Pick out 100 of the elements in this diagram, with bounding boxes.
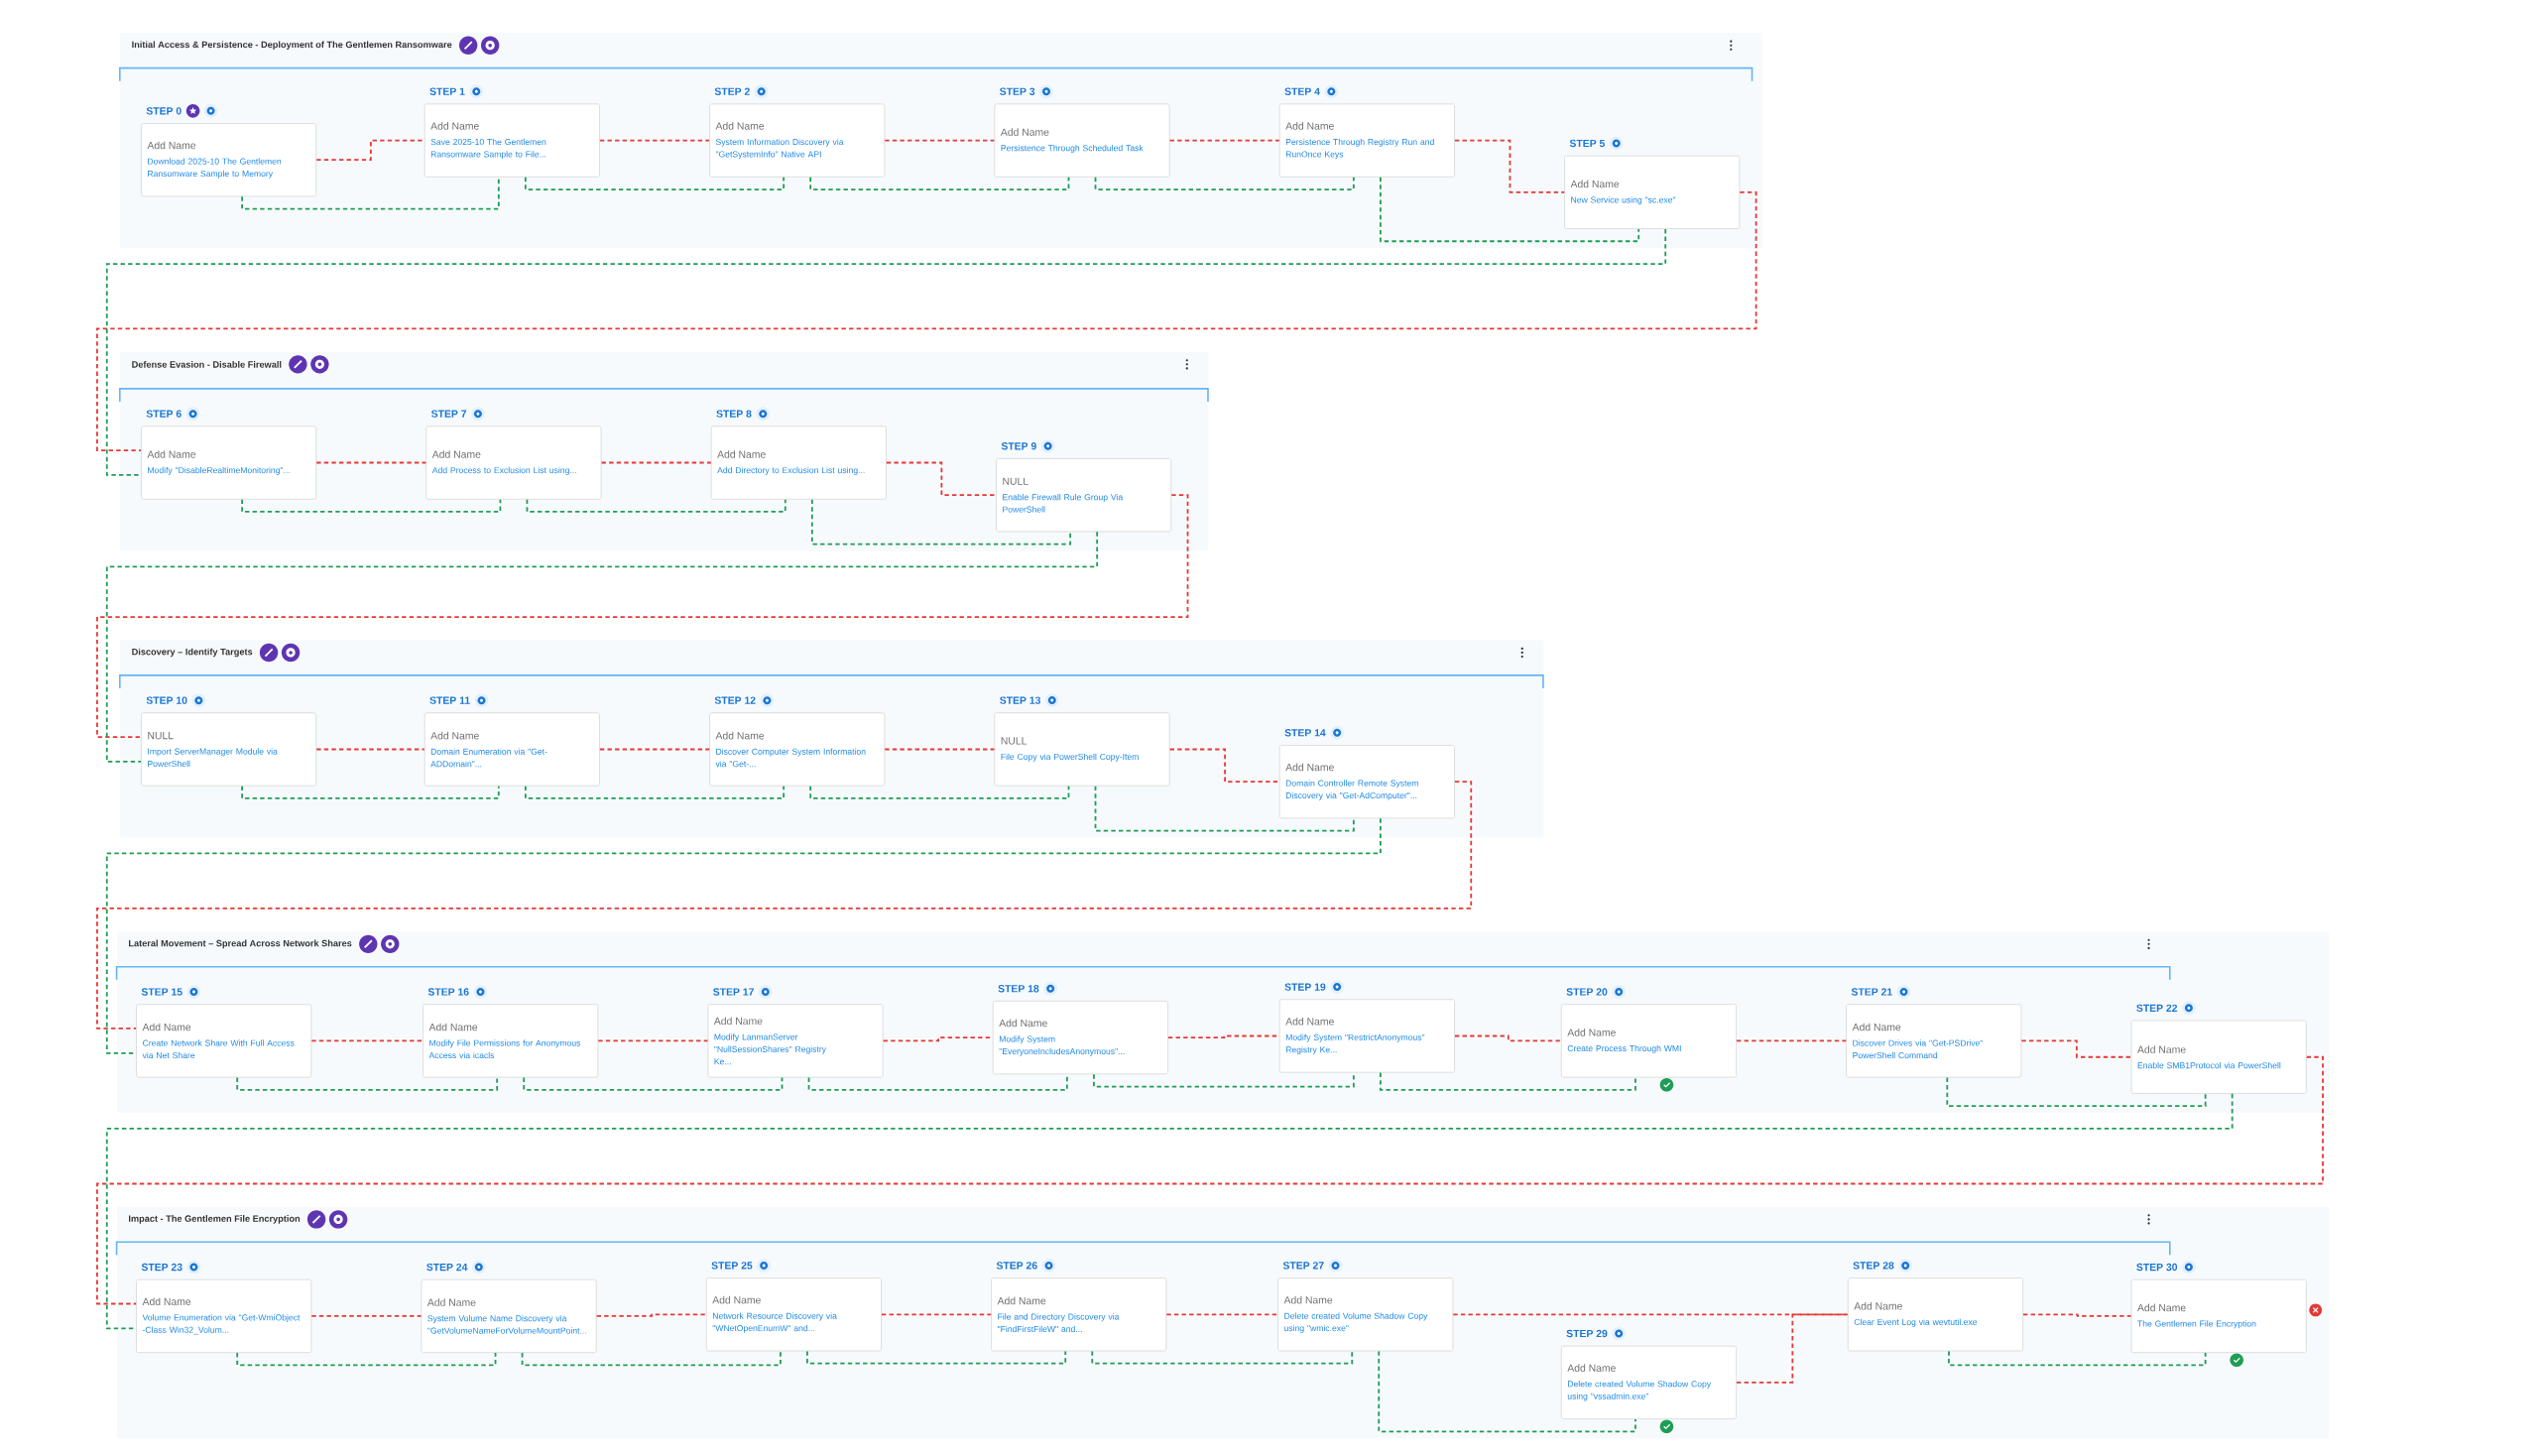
- step-label: STEP 23: [141, 1263, 182, 1272]
- step-label: STEP 8: [716, 410, 752, 418]
- connector: [1094, 176, 1355, 190]
- connector: [523, 1076, 784, 1091]
- connector: [597, 1039, 709, 1042]
- section-title: Impact - The Gentlemen File Encryption: [129, 1215, 301, 1224]
- connector: [236, 1352, 497, 1367]
- step-card: Add Name System Volume Name Discovery via "GetVolumeNameForVolumeMountPoint...: [421, 1278, 597, 1354]
- step-card: Add Name Create Network Share With Full Access via Net Share: [136, 1004, 312, 1078]
- step-label: STEP 12: [714, 696, 756, 704]
- connector: [315, 461, 427, 464]
- step-label: STEP 17: [713, 988, 754, 996]
- step-label: STEP 28: [1853, 1262, 1894, 1270]
- connector: [96, 494, 1189, 738]
- step-label: STEP 11: [429, 696, 470, 704]
- step-label: STEP 25: [711, 1262, 753, 1270]
- step-label: STEP 9: [1001, 442, 1036, 450]
- connector: [1093, 1071, 1355, 1088]
- step-label: STEP 1: [429, 87, 465, 95]
- connector: [521, 1350, 782, 1367]
- step-card: Add Name Volume Enumeration via "Get-WmiObject -Class Win32_Volum...: [136, 1278, 312, 1354]
- connector: [810, 498, 1072, 546]
- step-card: NULL Enable Firewall Rule Group Via PowerShell: [996, 458, 1172, 533]
- step-card: Add Name Persistence Through Scheduled Task: [994, 103, 1170, 178]
- section-title: Defense Evasion - Disable Firewall: [132, 361, 282, 368]
- connector: [809, 785, 1070, 799]
- step-label: STEP 5: [1569, 139, 1605, 148]
- step-label: STEP 6: [146, 410, 181, 418]
- connector: [1094, 785, 1355, 832]
- connector: [1165, 1313, 1279, 1316]
- connector: [1454, 1034, 1562, 1042]
- step-card: Add Name Modify System "EveryoneIncludesAnonymous"...: [992, 1001, 1168, 1075]
- section-title: Lateral Movement – Spread Across Network Shares: [129, 939, 352, 949]
- step-label: STEP 24: [426, 1263, 468, 1272]
- step-card: Add Name Delete created Volume Shadow Copy using "wmic.exe": [1277, 1277, 1454, 1352]
- step-card: Add Name Domain Enumeration via "Get-ADDomain"...: [423, 712, 600, 787]
- connector: [105, 1092, 2234, 1330]
- connector: [1091, 1350, 1354, 1365]
- step-card: Add Name Clear Event Log via wevtutil.exe: [1847, 1277, 2023, 1352]
- connector: [1946, 1076, 2207, 1107]
- connector: [1168, 748, 1280, 784]
- step-card: Add Name Persistence Through Registry Run and RunOnce Keys: [1278, 103, 1455, 178]
- connector: [96, 1055, 2324, 1305]
- step-label: STEP 20: [1566, 988, 1608, 996]
- connector: [1736, 1039, 1848, 1042]
- step-card: NULL Import ServerManager Module via PowerShell: [141, 712, 317, 787]
- step-label: STEP 10: [146, 696, 187, 704]
- connector: [310, 1315, 423, 1317]
- connector: [885, 461, 997, 497]
- step-label: STEP 15: [141, 988, 182, 996]
- step-card: Add Name Download 2025-10 The Gentlemen Ransomware Sample to Memory: [141, 123, 317, 197]
- connector: [2020, 1039, 2132, 1058]
- step-label: STEP 7: [431, 410, 467, 418]
- step-card: Add Name Discover Drives via "Get-PSDrive" PowerShell Command: [1846, 1004, 2022, 1078]
- step-label: STEP 26: [996, 1262, 1037, 1270]
- step-label: STEP 29: [1566, 1329, 1608, 1338]
- step-card: Add Name The Gentlemen File Encryption: [2130, 1278, 2307, 1354]
- connector: [1452, 1313, 1849, 1316]
- step-label: STEP 16: [427, 988, 469, 996]
- step-card: Add Name Enable SMB1Protocol via PowerShell: [2130, 1020, 2307, 1094]
- connector: [105, 531, 1099, 763]
- connector: [884, 139, 996, 142]
- step-card: Add Name Modify "DisableRealtimeMonitoring"...: [141, 425, 317, 500]
- connector: [524, 176, 786, 190]
- step-card: Add Name New Service using "sc.exe": [1564, 155, 1741, 229]
- step-label: STEP 18: [998, 985, 1039, 993]
- step-label: STEP 19: [1284, 983, 1326, 991]
- connector: [96, 781, 1473, 1030]
- connector: [884, 748, 996, 751]
- step-card: Add Name Add Directory to Exclusion List using...: [710, 425, 887, 500]
- connector: [599, 139, 710, 142]
- step-card: NULL File Copy via PowerShell Copy-Item: [994, 712, 1170, 787]
- step-card: Add Name Discover Computer System Information via "Get-...: [709, 712, 886, 787]
- connector: [105, 817, 1382, 1054]
- connector: [595, 1313, 707, 1317]
- connector: [806, 1350, 1067, 1365]
- step-label: STEP 3: [1000, 87, 1035, 95]
- step-label: STEP 21: [1851, 988, 1892, 996]
- step-card: Add Name System Information Discovery via "GetSystemInfo" Native API: [709, 103, 886, 178]
- connector: [526, 498, 786, 513]
- connector: [315, 748, 425, 751]
- step-card: Add Name Save 2025-10 The Gentlemen Ransomware Sample to File...: [423, 103, 600, 178]
- connector: [241, 498, 502, 513]
- connector: [1736, 1313, 1849, 1384]
- step-label: STEP 2: [714, 87, 750, 95]
- connector: [881, 1313, 993, 1316]
- connector: [236, 1076, 499, 1091]
- step-card: Add Name Modify System "RestrictAnonymous" Registry Ke...: [1278, 999, 1455, 1073]
- connector: [96, 190, 1757, 451]
- connector: [315, 139, 425, 162]
- step-label: STEP 30: [2136, 1263, 2178, 1272]
- step-label: STEP 0: [146, 107, 181, 115]
- step-label: STEP 27: [1282, 1262, 1324, 1270]
- step-label: STEP 4: [1284, 87, 1320, 95]
- section-title: Initial Access & Persistence - Deployment of The Gentlemen Ransomware: [132, 41, 452, 50]
- connector: [1454, 139, 1566, 193]
- step-card: Add Name Modify LanmanServer "NullSessionShares" Registry Ke...: [707, 1004, 884, 1078]
- step-label: STEP 13: [1000, 696, 1040, 704]
- step-label: STEP 22: [2136, 1004, 2178, 1012]
- connector: [1168, 139, 1280, 142]
